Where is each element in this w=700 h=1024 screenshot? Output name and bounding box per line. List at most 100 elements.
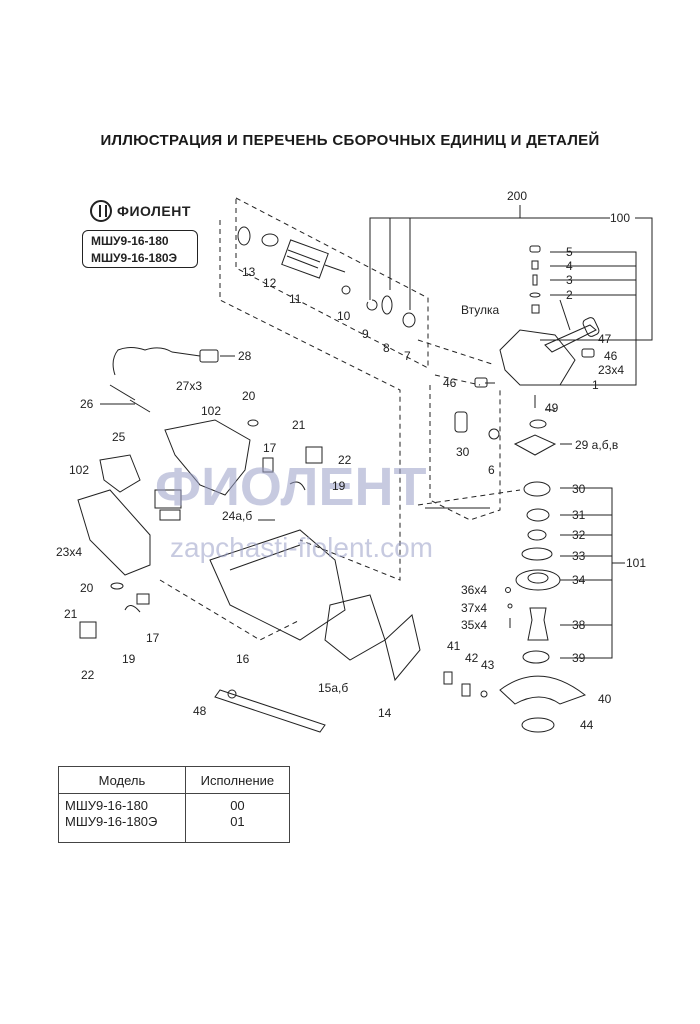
callout-29: 29 а,б,в — [575, 438, 618, 452]
circlip-31 — [526, 508, 550, 522]
callout-14: 14 — [378, 706, 392, 720]
callout-49: 49 — [545, 401, 559, 415]
exploded-parts-diagram: ФИОЛЕНТ zapchasti-fiolent.com 200 100 10… — [56, 189, 653, 733]
model-name-2: МШУ9-16-180Э — [91, 251, 178, 265]
circlip-9 — [366, 299, 378, 311]
callout-48: 48 — [193, 704, 207, 718]
spindle-38 — [527, 607, 549, 641]
armature-group-frame — [235, 197, 429, 369]
callout-46b: 46 — [604, 349, 618, 363]
head-group-frame — [429, 385, 501, 521]
callout-30b: 30 — [572, 482, 586, 496]
bracket-head — [550, 251, 637, 386]
callout-21b: 21 — [64, 607, 78, 621]
bracket-101 — [560, 487, 613, 659]
ring-10 — [341, 285, 351, 295]
callout-42: 42 — [465, 651, 479, 665]
callout-6: 6 — [488, 463, 495, 477]
page-title: ИЛЛЮСТРАЦИЯ И ПЕРЕЧЕНЬ СБОРОЧНЫХ ЕДИНИЦ … — [100, 132, 600, 149]
callout-11: 11 — [289, 292, 302, 306]
bearing-32 — [527, 529, 547, 541]
plate-49 — [529, 419, 547, 429]
ring-39 — [522, 650, 550, 664]
callout-16: 16 — [236, 652, 250, 666]
bracket-200 — [369, 205, 521, 300]
callout-31: 31 — [572, 508, 586, 522]
callout-32: 32 — [572, 528, 586, 542]
stator-15 — [324, 594, 386, 661]
callout-21a: 21 — [292, 418, 306, 432]
callout-8: 8 — [383, 341, 390, 355]
brush-17 — [262, 457, 274, 473]
table-cell-versions: 00 01 — [184, 793, 291, 843]
nut-6 — [488, 428, 500, 440]
model-version-table: Модель Исполнение МШУ9-16-180 МШУ9-16-18… — [58, 766, 291, 843]
callout-2: 2 — [566, 288, 573, 302]
rear-housing-102b — [77, 489, 151, 576]
table-row: МШУ9-16-180 МШУ9-16-180Э 00 01 — [58, 793, 291, 843]
guard-40 — [499, 675, 587, 705]
callout-20b: 20 — [80, 581, 94, 595]
callout-22a: 22 — [338, 453, 352, 467]
callout-23x4b: 23х4 — [598, 363, 624, 377]
flange-44 — [521, 717, 555, 733]
row-1-model: МШУ9-16-180 — [65, 798, 149, 813]
callout-102a: 102 — [201, 404, 221, 418]
motor-path-dash — [219, 220, 401, 581]
cover-22 — [305, 446, 323, 464]
table-header-model: Модель — [58, 766, 186, 794]
callout-17a: 17 — [263, 441, 277, 455]
model-name-1: МШУ9-16-180 — [91, 234, 169, 248]
power-cord-28 — [112, 347, 201, 376]
brand-name: ФИОЛЕНТ — [117, 203, 191, 219]
callout-9: 9 — [362, 327, 369, 341]
callout-3: 3 — [566, 273, 573, 287]
callout-47: 47 — [598, 332, 612, 346]
callout-5: 5 — [566, 245, 573, 259]
armature-11 — [281, 239, 346, 279]
bearing-13 — [237, 226, 251, 246]
gasket-29 — [513, 434, 557, 456]
callout-1: 1 — [592, 378, 599, 392]
callout-30a: 30 — [456, 445, 470, 459]
callout-10: 10 — [337, 309, 351, 323]
callout-46a: 46 — [443, 376, 457, 390]
row-2-model: МШУ9-16-180Э — [65, 814, 158, 829]
row-2-version: 01 — [230, 814, 245, 829]
callout-12: 12 — [263, 276, 277, 290]
cord-sleeve-26 — [129, 399, 151, 413]
callout-44: 44 — [580, 718, 594, 732]
callout-23x4a: 23х4 — [56, 545, 82, 559]
callout-22b: 22 — [81, 668, 95, 682]
callout-40: 40 — [598, 692, 612, 706]
watermark-logo: ФИОЛЕНТ — [155, 457, 426, 517]
callout-28: 28 — [238, 349, 252, 363]
screw-46 — [581, 348, 595, 358]
clamp-42 — [461, 683, 471, 697]
callout-24ab: 24а,б — [222, 509, 252, 523]
arrow-dash-2 — [434, 374, 481, 386]
callout-102b: 102 — [69, 463, 89, 477]
callout-43: 43 — [481, 658, 495, 672]
callout-26: 26 — [80, 397, 94, 411]
bearing-8 — [381, 295, 393, 315]
callout-39: 39 — [572, 651, 586, 665]
housing-25 — [99, 454, 141, 493]
cover-22b — [79, 621, 97, 639]
callout-101: 101 — [626, 556, 646, 570]
side-handle-47 — [544, 324, 597, 353]
table-cell-models: МШУ9-16-180 МШУ9-16-180Э — [58, 793, 186, 843]
model-label-box: МШУ9-16-180 МШУ9-16-180Э — [82, 230, 198, 268]
spring-19 — [289, 481, 306, 491]
flange-14 — [384, 614, 421, 682]
switch-24 — [154, 489, 182, 509]
oring-33 — [521, 547, 553, 561]
handle-path-dash — [159, 579, 301, 641]
callout-7: 7 — [404, 349, 411, 363]
row-1-version: 00 — [230, 798, 245, 813]
gear-housing-1 — [499, 329, 576, 386]
callout-34: 34 — [572, 573, 586, 587]
arrow-dash-3 — [417, 489, 521, 506]
nut-5 — [529, 245, 541, 253]
callout-37x4: 37х4 — [461, 601, 487, 615]
